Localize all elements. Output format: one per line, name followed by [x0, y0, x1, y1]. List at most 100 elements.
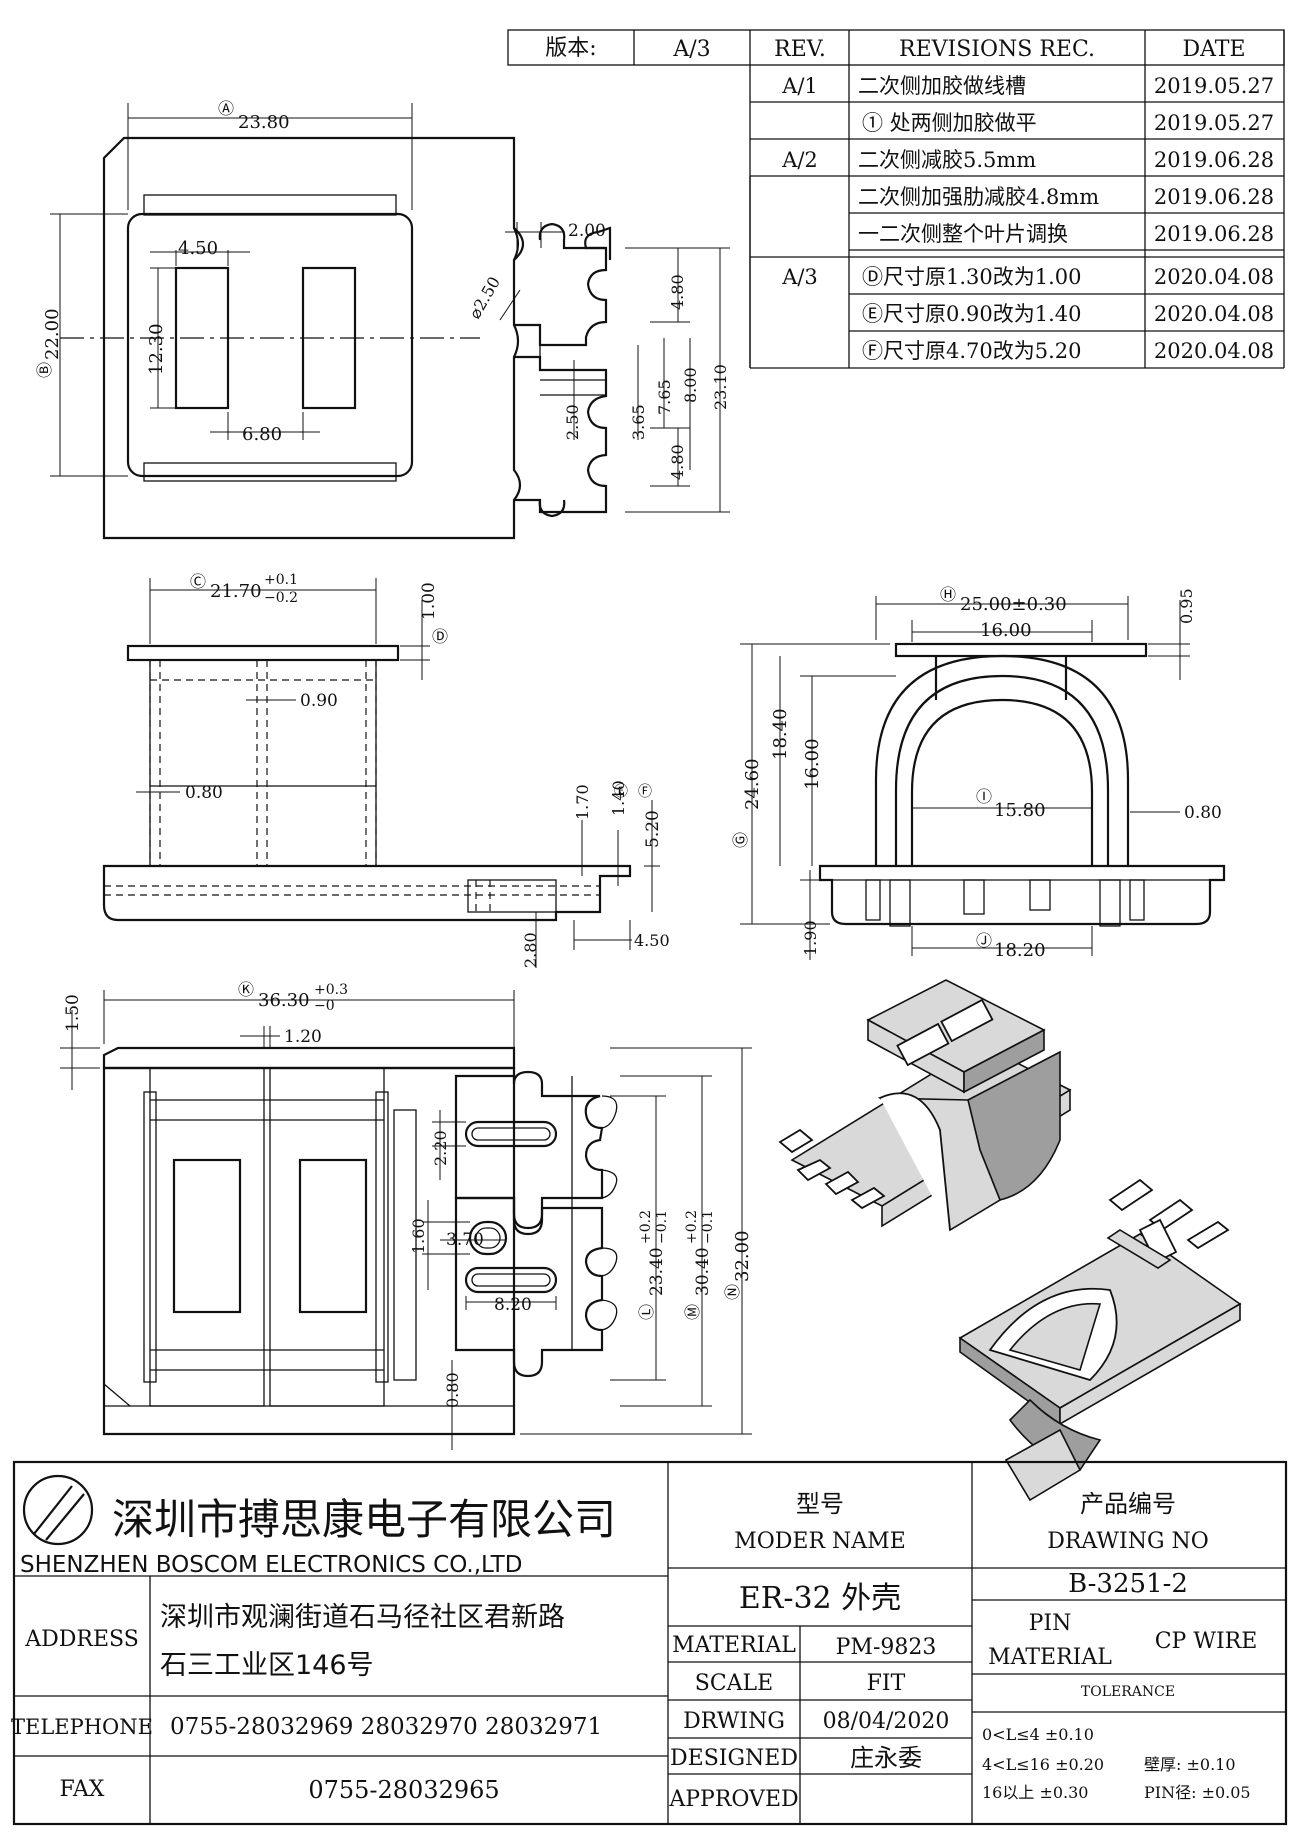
- bottom-view: Ⓚ 36.30 +0.3 −0 1.50 1.20 2.20 1.60 3.70…: [60, 980, 753, 1450]
- dim-k-tol-plus: +0.3: [314, 982, 348, 998]
- dim-120: 1.20: [284, 1027, 322, 1047]
- revisions-header: REVISIONS REC.: [899, 37, 1095, 62]
- dim-m: 30.40: [693, 1247, 713, 1296]
- telephone-label: TELEPHONE: [11, 1715, 153, 1739]
- scale-value: FIT: [867, 1671, 906, 1696]
- dim-480-bottom: 4.80: [668, 444, 687, 480]
- dim-d-mark: Ⓓ: [432, 627, 448, 646]
- dim-b: 22.00: [42, 308, 63, 360]
- dim-g: 24.60: [742, 758, 763, 810]
- revision-date: 2020.04.08: [1154, 302, 1274, 326]
- revision-row: A/1 二次侧加胶做线槽 2019.05.27: [781, 74, 1274, 98]
- revision-date: 2020.04.08: [1154, 265, 1274, 289]
- model-label-cn: 型号: [796, 1490, 844, 1518]
- dim-f: 5.20: [643, 810, 663, 848]
- revision-row: Ⓔ尺寸原0.90改为1.40 2020.04.08: [862, 302, 1274, 326]
- revision-row: 二次侧加强肋减胶4.8mm 2019.06.28: [858, 185, 1274, 209]
- dim-1840: 18.40: [770, 708, 791, 760]
- revision-row: A/2 二次侧减胶5.5mm 2019.06.28: [781, 148, 1274, 172]
- address-line-2: 石三工业区146号: [160, 1650, 374, 1681]
- revision-date: 2019.06.28: [1154, 148, 1274, 172]
- telephone-value: 0755-28032969 28032970 28032971: [170, 1714, 602, 1740]
- pin-material-label: MATERIAL: [988, 1645, 1112, 1670]
- dim-2310: 23.10: [711, 364, 730, 410]
- designed-label: DESIGNED: [670, 1746, 798, 1771]
- dim-150: 1.50: [63, 994, 83, 1032]
- dim-c-tol-minus: −0.2: [264, 590, 298, 606]
- dim-c-mark: Ⓒ: [190, 572, 206, 591]
- dim-090: 0.90: [300, 691, 338, 711]
- revision-date: 2019.06.28: [1154, 185, 1274, 209]
- rev-cell: A/1: [781, 74, 818, 98]
- dim-h: 25.00±0.30: [960, 594, 1067, 615]
- revision-text: 二次侧减胶5.5mm: [858, 148, 1036, 172]
- tolerance-row-1: 0<L≤4 ±0.10: [982, 1725, 1094, 1744]
- tolerance-label: TOLERANCE: [1081, 1684, 1175, 1700]
- dim-f-mark: Ⓕ: [638, 784, 652, 800]
- dim-n-mark: Ⓝ: [723, 1284, 742, 1300]
- dim-k-tol-minus: −0: [314, 998, 335, 1014]
- tolerance-pin: PIN径: ±0.05: [1144, 1783, 1251, 1802]
- drawing-label-cn: 产品编号: [1080, 1490, 1176, 1518]
- dim-1600-w: 16.00: [980, 620, 1032, 641]
- dim-g-mark: Ⓖ: [731, 832, 750, 848]
- fax-value: 0755-28032965: [308, 1776, 499, 1804]
- dim-170: 1.70: [573, 784, 592, 820]
- revision-row: ① 处两侧加胶做平 2019.05.27: [862, 111, 1274, 135]
- material-label: MATERIAL: [672, 1633, 796, 1658]
- dim-m-tol-plus: +0.2: [684, 1210, 700, 1244]
- dim-365: 3.65: [629, 404, 648, 440]
- pin-material-value: CP WIRE: [1155, 1629, 1258, 1654]
- rev-cell: A/2: [781, 148, 818, 172]
- dim-i: 15.80: [994, 800, 1046, 821]
- rev-cell: A/3: [781, 265, 818, 289]
- scale-label: SCALE: [695, 1671, 773, 1696]
- title-block: 深圳市搏思康电子有限公司 SHENZHEN BOSCOM ELECTRONICS…: [11, 1460, 1288, 1826]
- tolerance-row-3: 16以上 ±0.30: [982, 1783, 1088, 1802]
- revision-text: 一二次侧整个叶片调换: [858, 222, 1068, 246]
- dim-200: 2.00: [568, 221, 606, 241]
- dim-a-mark: Ⓐ: [218, 99, 234, 118]
- tolerance-row-2: 4<L≤16 ±0.20: [982, 1755, 1104, 1774]
- dim-080-side: 0.80: [1184, 803, 1222, 823]
- dim-j: 18.20: [994, 940, 1046, 961]
- drawing-label-en: DRAWING NO: [1047, 1529, 1209, 1554]
- dim-800: 8.00: [681, 367, 700, 403]
- rev-header: REV.: [774, 37, 826, 62]
- dim-765: 7.65: [655, 379, 674, 415]
- dim-1230: 12.30: [146, 323, 167, 375]
- dim-250-dia: ⌀2.50: [465, 273, 504, 322]
- revision-row: A/3 Ⓓ尺寸原1.30改为1.00 2020.04.08: [781, 265, 1274, 289]
- company-name-cn: 深圳市搏思康电子有限公司: [112, 1495, 616, 1544]
- revision-text: 二次侧加胶做线槽: [858, 74, 1026, 98]
- dim-e: 1.40: [609, 780, 628, 816]
- dim-680: 6.80: [242, 424, 282, 445]
- model-value: ER-32 外壳: [739, 1581, 901, 1616]
- dim-c-tol-plus: +0.1: [264, 572, 298, 588]
- dim-l-mark: Ⓛ: [637, 1304, 656, 1320]
- designed-value: 庄永委: [850, 1744, 922, 1772]
- dim-220: 2.20: [431, 1130, 450, 1166]
- dim-b-mark: Ⓑ: [35, 362, 54, 378]
- revision-date: 2020.04.08: [1154, 339, 1274, 363]
- dim-h-mark: Ⓗ: [940, 585, 956, 604]
- dim-c: 21.70: [210, 581, 262, 602]
- dim-e-mark: Ⓔ: [614, 784, 628, 800]
- approved-label: APPROVED: [668, 1787, 798, 1812]
- revision-table: 版本: A/3 REV. REVISIONS REC. DATE A/1 二次侧…: [507, 29, 1285, 369]
- pin-label: PIN: [1029, 1611, 1072, 1636]
- revision-text: Ⓕ尺寸原4.70改为5.20: [862, 339, 1082, 363]
- material-value: PM-9823: [836, 1635, 937, 1660]
- address-line-1: 深圳市观澜街道石马径社区君新路: [160, 1602, 565, 1633]
- dim-n: 32.00: [732, 1230, 753, 1282]
- dim-250-slot: 2.50: [563, 404, 582, 440]
- front-view: Ⓒ 21.70 +0.1 −0.2 1.00 Ⓓ 0.90 0.80 1.70 …: [102, 572, 670, 968]
- version-label: 版本:: [545, 36, 596, 61]
- dim-080: 0.80: [185, 783, 223, 803]
- dim-k: 36.30: [258, 990, 310, 1011]
- dim-280: 2.80: [521, 932, 540, 968]
- drawing-number: B-3251-2: [1068, 1569, 1188, 1599]
- revision-date: 2019.05.27: [1154, 74, 1274, 98]
- dim-k-mark: Ⓚ: [238, 980, 254, 999]
